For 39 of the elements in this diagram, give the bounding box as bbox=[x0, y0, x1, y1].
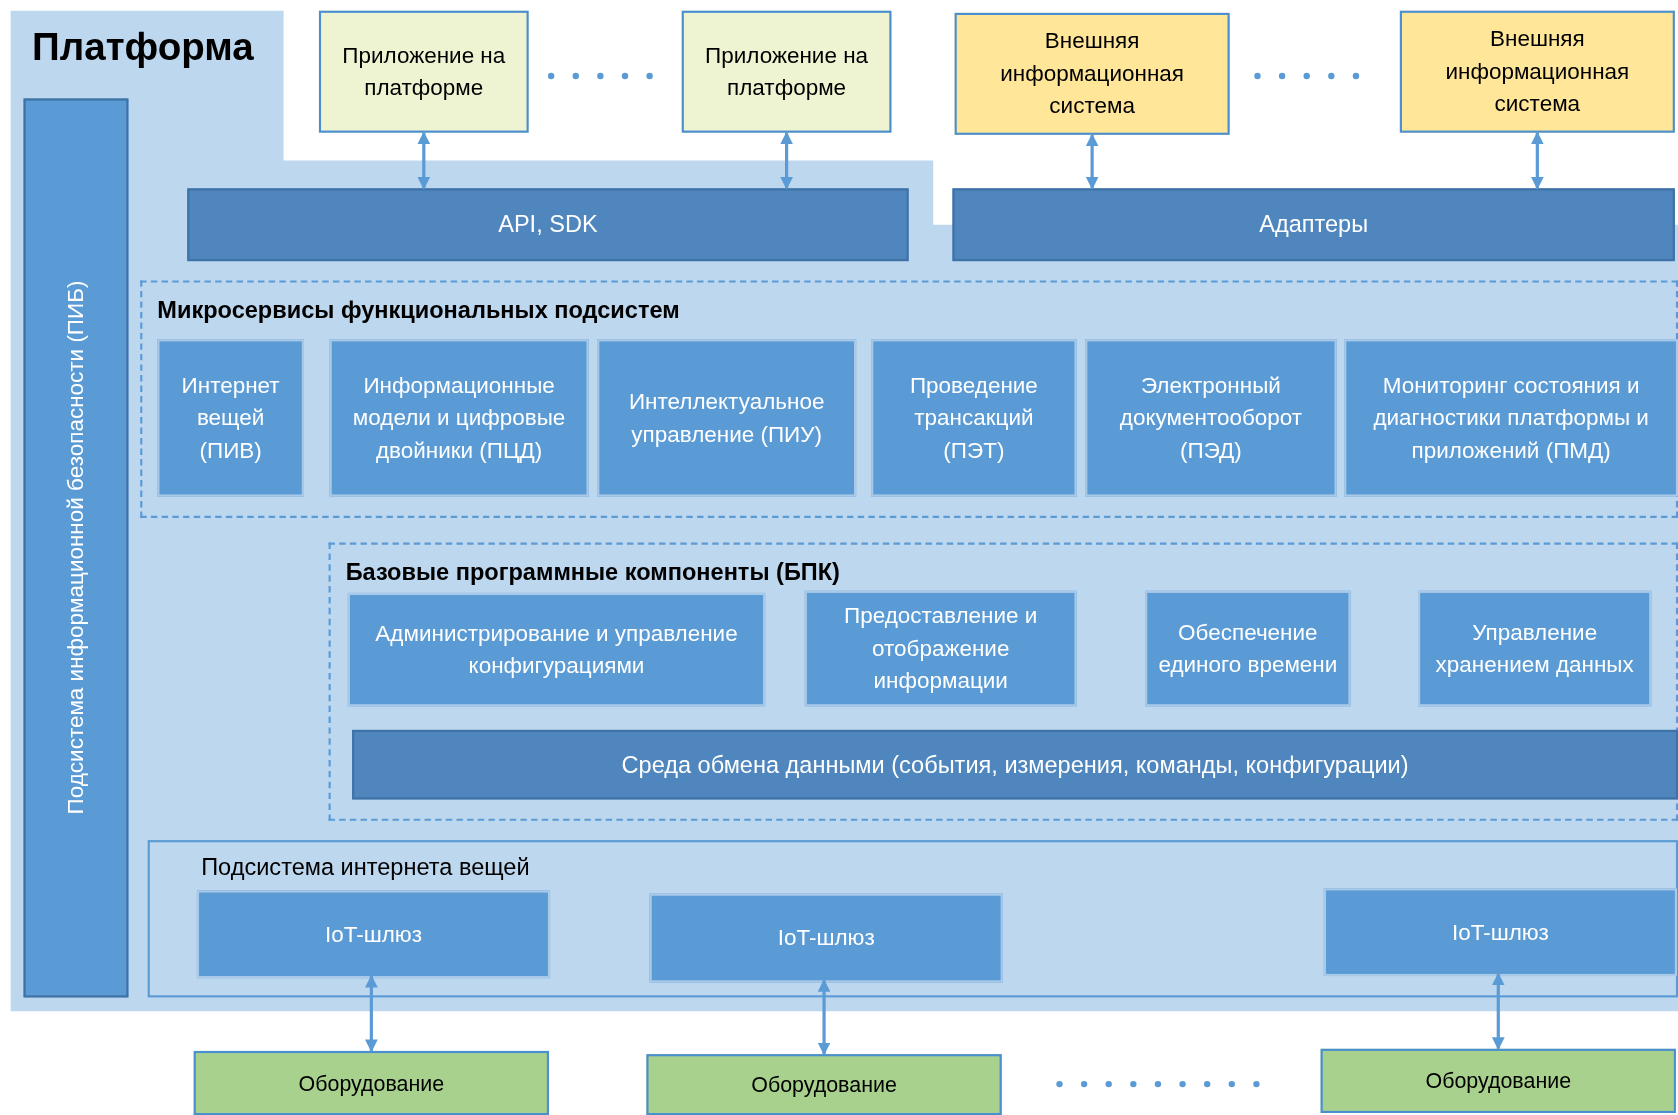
section-heading: Микросервисы функциональных подсистем bbox=[157, 295, 680, 326]
service-box: Информационные модели и цифровые двойники (ПЦД) bbox=[329, 339, 589, 497]
double-arrow bbox=[780, 131, 793, 190]
component-box: Управление хранением данных bbox=[1418, 590, 1652, 707]
panel-title: Платформа bbox=[32, 23, 254, 71]
section-frame bbox=[328, 542, 1678, 821]
interface-bar: API, SDK bbox=[187, 188, 909, 262]
app-box: Приложение на платформе bbox=[318, 10, 529, 133]
double-arrow bbox=[364, 974, 378, 1053]
double-arrow bbox=[417, 131, 431, 190]
platform-panel bbox=[10, 10, 1678, 1012]
service-box: Интеллектуальное управление (ПИУ) bbox=[597, 339, 857, 497]
data-bus-bar: Среда обмена данными (события, измерения, команды, конфигурации) bbox=[352, 729, 1678, 800]
double-arrow bbox=[1085, 133, 1099, 190]
service-box: Электронный документооборот (ПЭД) bbox=[1085, 339, 1337, 497]
gateway-box: IoT-шлюз bbox=[649, 893, 1003, 983]
double-arrow bbox=[1530, 131, 1544, 190]
external-system-box: Внешняя информационная система bbox=[1399, 10, 1675, 133]
section-heading: Подсистема интернета вещей bbox=[201, 853, 530, 883]
equipment-box: Оборудование bbox=[193, 1050, 549, 1115]
service-box: Проведение трансакций (ПЭТ) bbox=[871, 339, 1077, 497]
interface-bar: Адаптеры bbox=[952, 188, 1675, 262]
double-arrow bbox=[1491, 972, 1505, 1051]
service-box: Мониторинг состояния и диагностики платформы и приложений (ПМД) bbox=[1344, 339, 1678, 497]
section-frame bbox=[140, 280, 1678, 518]
component-box: Обеспечение единого времени bbox=[1145, 590, 1351, 707]
equipment-box: Оборудование bbox=[646, 1054, 1002, 1115]
equipment-box: Оборудование bbox=[1320, 1048, 1676, 1113]
iot-subsystem-frame bbox=[147, 840, 1678, 998]
gateway-box: IoT-шлюз bbox=[196, 890, 551, 979]
component-box: Администрирование и управление конфигурациями bbox=[347, 592, 766, 707]
service-box: Интернет вещей (ПИВ) bbox=[157, 339, 304, 497]
double-arrow bbox=[817, 979, 831, 1056]
gateway-box: IoT-шлюз bbox=[1323, 888, 1677, 976]
section-heading: Базовые программные компоненты (БПК) bbox=[345, 557, 840, 588]
app-box: Приложение на платформе bbox=[681, 10, 892, 133]
security-subsystem-bar: Подсистема информационной безопасности (ПИБ) bbox=[23, 98, 129, 998]
component-box: Предоставление и отображение информации bbox=[804, 590, 1077, 707]
external-system-box: Внешняя информационная система bbox=[954, 12, 1230, 135]
